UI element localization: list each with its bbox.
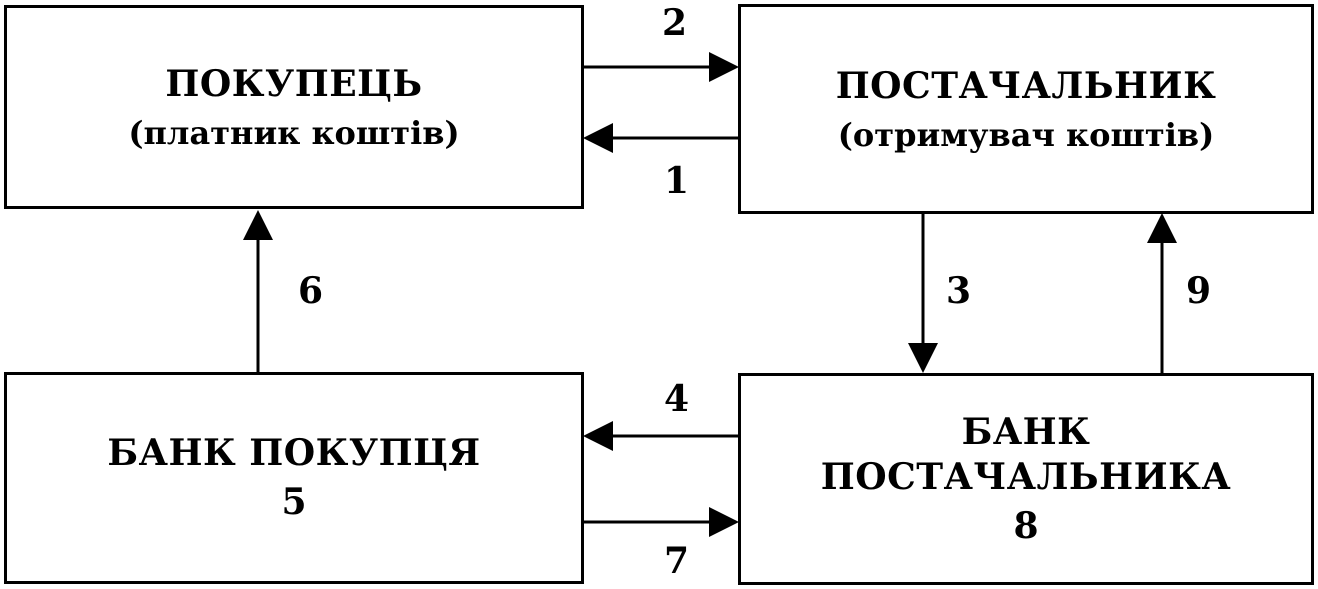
buyer-subtitle: (платник коштів)	[128, 113, 460, 152]
arrow-label-6: 6	[298, 270, 324, 312]
buyer-title: ПОКУПЕЦЬ	[165, 62, 423, 105]
supplier-bank-title-line1: БАНК	[961, 410, 1091, 453]
arrow-label-7: 7	[664, 540, 690, 582]
supplier-box: ПОСТАЧАЛЬНИК (отримувач коштів)	[738, 4, 1314, 214]
supplier-subtitle: (отримувач коштів)	[837, 115, 1215, 154]
arrow-label-2: 2	[662, 2, 688, 44]
supplier-bank-box: БАНК ПОСТАЧАЛЬНИКА 8	[738, 373, 1314, 585]
buyer-bank-box: БАНК ПОКУПЦЯ 5	[4, 372, 584, 584]
arrow-label-3: 3	[946, 270, 972, 312]
supplier-bank-title-line2: ПОСТАЧАЛЬНИКА	[820, 455, 1232, 498]
buyer-bank-number: 5	[281, 481, 307, 523]
supplier-title: ПОСТАЧАЛЬНИК	[835, 64, 1217, 107]
arrow-label-1: 1	[664, 160, 690, 202]
buyer-bank-title: БАНК ПОКУПЦЯ	[107, 432, 481, 474]
supplier-bank-number: 8	[1013, 504, 1039, 547]
buyer-box: ПОКУПЕЦЬ (платник коштів)	[4, 5, 584, 209]
arrow-label-9: 9	[1186, 270, 1212, 312]
arrow-label-4: 4	[664, 378, 690, 420]
